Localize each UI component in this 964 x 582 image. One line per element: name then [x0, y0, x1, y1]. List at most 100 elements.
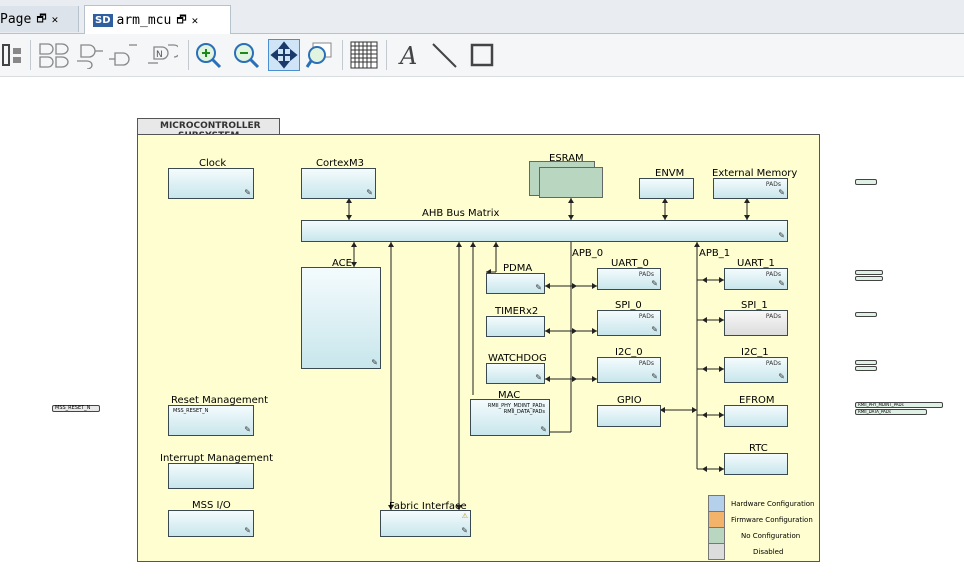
close-icon[interactable]: ✕: [192, 14, 199, 27]
envm-block[interactable]: [639, 178, 694, 199]
pdma-block[interactable]: ✎: [486, 273, 545, 294]
mac-block[interactable]: RMII_PHY_MDINT_PADs RMII_DATA_PADs ✎: [470, 399, 550, 436]
legend-item: Firmware Configuration: [708, 511, 813, 528]
mss-io-block[interactable]: ✎: [168, 510, 254, 537]
pads-label: PADs: [639, 360, 654, 367]
zoom-in-icon[interactable]: [192, 39, 224, 71]
bus-connections: [0, 77, 964, 582]
spi0-block[interactable]: PADs ✎: [597, 310, 661, 336]
pads-label: PADs: [766, 313, 781, 320]
edit-icon[interactable]: ✎: [244, 526, 251, 535]
edit-icon[interactable]: ✎: [540, 425, 547, 434]
i2c0-block[interactable]: PADs ✎: [597, 357, 661, 383]
svg-text:A: A: [398, 42, 417, 69]
efrom-block[interactable]: [724, 405, 788, 427]
edit-icon[interactable]: ✎: [461, 526, 468, 535]
legend-item: No Configuration: [708, 527, 800, 544]
restore-icon[interactable]: 🗗: [176, 11, 186, 30]
edit-icon[interactable]: ✎: [366, 188, 373, 197]
grid-icon[interactable]: [348, 39, 380, 71]
edit-icon[interactable]: ✎: [651, 325, 658, 334]
toolbar: N A: [0, 34, 964, 77]
design-canvas[interactable]: MICROCONTROLLER SUBSYSTEM: [0, 77, 964, 582]
legend-label: No Configuration: [741, 532, 800, 540]
port-label: MSS_RESET_N: [55, 405, 90, 411]
line-tool-icon[interactable]: [428, 39, 460, 71]
port-label: RMII_DATA_PADs: [858, 409, 891, 414]
pads-label: PADs: [766, 271, 781, 278]
zoom-out-icon[interactable]: [230, 39, 262, 71]
port-right-2[interactable]: [855, 270, 883, 275]
edit-icon[interactable]: ✎: [778, 188, 785, 197]
legend-swatch: [708, 543, 725, 560]
edit-icon[interactable]: ✎: [535, 373, 542, 382]
restore-icon[interactable]: 🗗: [36, 10, 46, 29]
close-icon[interactable]: ✕: [52, 13, 59, 26]
external-memory-block[interactable]: PADs✎: [713, 178, 788, 199]
legend-item: Hardware Configuration: [708, 495, 815, 512]
rtc-block[interactable]: [724, 453, 788, 475]
gate-grid-icon[interactable]: [36, 39, 72, 71]
legend-item: Disabled: [708, 543, 783, 560]
edit-icon[interactable]: ✎: [778, 279, 785, 288]
edit-icon[interactable]: ✎: [244, 425, 251, 434]
cortexm3-block[interactable]: ✎: [301, 168, 376, 199]
mss-reset-n-pin: MSS_RESET_N: [173, 408, 208, 414]
port-right-1[interactable]: [855, 179, 877, 185]
and-gate-icon[interactable]: [74, 39, 106, 71]
uart1-block[interactable]: PADs✎: [724, 268, 788, 290]
port-right-4[interactable]: [855, 312, 877, 317]
timer-block[interactable]: [486, 316, 545, 337]
watchdog-block[interactable]: ✎: [486, 363, 545, 384]
legend-swatch: [708, 495, 725, 512]
tab-label: arm_mcu: [117, 13, 172, 28]
fit-to-view-icon[interactable]: [268, 39, 300, 71]
edit-icon[interactable]: ✎: [535, 283, 542, 292]
ahb-bus-label: AHB Bus Matrix: [422, 208, 499, 219]
port-rmii-data[interactable]: RMII_DATA_PADs: [855, 409, 927, 415]
edit-icon[interactable]: ✎: [244, 188, 251, 197]
edit-icon[interactable]: ✎: [651, 279, 658, 288]
uart0-block[interactable]: PADs✎: [597, 268, 661, 290]
ahb-bus-matrix[interactable]: ✎: [301, 220, 788, 242]
edit-icon[interactable]: ✎: [778, 231, 785, 240]
edit-icon[interactable]: ✎: [651, 372, 658, 381]
edit-icon[interactable]: ✎: [371, 358, 378, 367]
smartdesign-icon: SD: [93, 14, 113, 27]
tab-arm-mcu[interactable]: SD arm_mcu 🗗 ✕: [84, 5, 231, 34]
port-label: RMII_PHY_MDINT_PADs: [858, 402, 904, 407]
zoom-area-icon[interactable]: [304, 39, 336, 71]
port-mss-reset-n[interactable]: MSS_RESET_N: [52, 405, 100, 412]
nand-gate-icon[interactable]: N: [146, 39, 178, 71]
tab-page[interactable]: Page 🗗 ✕: [0, 6, 79, 32]
fabric-interface-block[interactable]: ⚠✎: [380, 510, 471, 537]
i2c1-block[interactable]: PADs ✎: [724, 357, 788, 383]
mac-rmii-data-port: RMII_DATA_PADs: [504, 409, 545, 415]
port-rmii-mdio[interactable]: RMII_PHY_MDINT_PADs: [855, 402, 943, 408]
spi1-block[interactable]: PADs: [724, 310, 788, 336]
legend-label: Hardware Configuration: [731, 500, 815, 508]
svg-text:N: N: [156, 50, 163, 60]
text-tool-icon[interactable]: A: [392, 39, 424, 71]
interrupt-management-block[interactable]: [168, 463, 254, 489]
legend-label: Disabled: [753, 548, 783, 556]
port-right-3[interactable]: [855, 276, 883, 281]
apb0-label: APB_0: [572, 248, 603, 259]
gpio-block[interactable]: [597, 405, 661, 427]
pads-label: PADs: [766, 181, 781, 188]
legend-swatch: [708, 527, 725, 544]
legend-label: Firmware Configuration: [731, 516, 813, 524]
tab-bar: Page 🗗 ✕ SD arm_mcu 🗗 ✕: [0, 0, 964, 34]
esram-block[interactable]: [539, 167, 603, 198]
port-right-6[interactable]: [855, 366, 877, 371]
port-right-5[interactable]: [855, 360, 877, 365]
or-gate-icon[interactable]: [108, 39, 140, 71]
rectangle-tool-icon[interactable]: [466, 39, 498, 71]
pads-label: PADs: [639, 313, 654, 320]
align-icon[interactable]: [0, 39, 26, 71]
edit-icon[interactable]: ✎: [778, 372, 785, 381]
pads-label: PADs: [766, 360, 781, 367]
reset-management-block[interactable]: MSS_RESET_N ✎: [168, 405, 254, 436]
clock-block[interactable]: ✎: [168, 168, 254, 199]
ace-block[interactable]: ✎: [301, 267, 381, 369]
